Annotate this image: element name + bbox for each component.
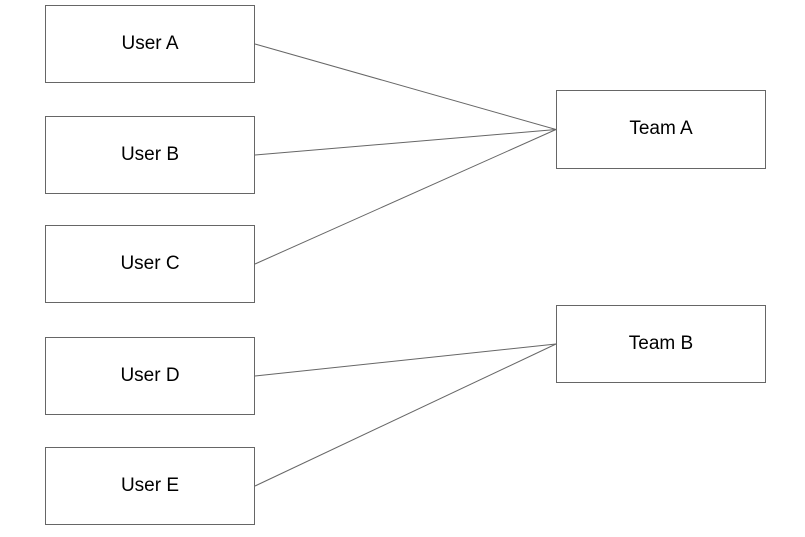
node-label-user-b: User B bbox=[120, 143, 180, 165]
edge-user-c-team-a bbox=[254, 129, 557, 265]
node-label-user-a: User A bbox=[121, 32, 179, 54]
edge-user-a-team-a bbox=[254, 43, 557, 130]
node-label-user-e: User E bbox=[120, 474, 180, 496]
node-user-e: User E bbox=[45, 447, 255, 525]
node-label-team-b: Team B bbox=[628, 332, 694, 354]
edge-user-d-team-b bbox=[254, 343, 557, 377]
node-user-a: User A bbox=[45, 5, 255, 83]
edge-user-b-team-a bbox=[254, 129, 557, 156]
node-user-d: User D bbox=[45, 337, 255, 415]
node-label-user-c: User C bbox=[120, 252, 180, 274]
node-user-c: User C bbox=[45, 225, 255, 303]
edge-user-e-team-b bbox=[254, 343, 557, 487]
node-label-user-d: User D bbox=[120, 364, 180, 386]
node-team-b: Team B bbox=[556, 305, 766, 383]
node-team-a: Team A bbox=[556, 90, 766, 169]
node-label-team-a: Team A bbox=[629, 118, 693, 140]
node-user-b: User B bbox=[45, 116, 255, 194]
